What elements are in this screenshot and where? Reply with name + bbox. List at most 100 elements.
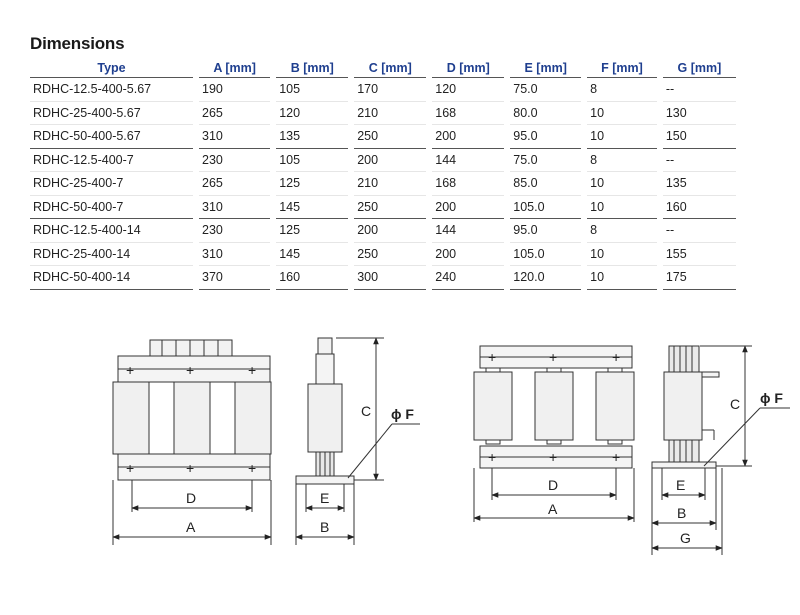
value-cell: 170 xyxy=(354,77,427,102)
svg-text:+: + xyxy=(549,349,557,365)
value-cell: 310 xyxy=(199,124,271,149)
front-view-right: +++ +++ xyxy=(473,345,635,522)
value-cell: 120 xyxy=(432,77,505,102)
section-title: Dimensions xyxy=(30,34,125,53)
dim-label-e-side-right: E xyxy=(676,477,685,493)
value-cell: 10 xyxy=(587,265,657,290)
value-cell: 10 xyxy=(587,124,657,149)
col-header-c: C [mm] xyxy=(354,57,427,78)
value-cell: 105 xyxy=(276,148,349,172)
col-header-b: B [mm] xyxy=(276,57,349,78)
col-header-e: E [mm] xyxy=(510,57,582,78)
value-cell: 105 xyxy=(276,77,349,102)
value-cell: 135 xyxy=(662,171,736,196)
value-cell: 210 xyxy=(354,101,427,125)
value-cell: 240 xyxy=(432,265,505,290)
col-header-d: D [mm] xyxy=(432,57,505,78)
dim-label-c-side: C xyxy=(361,403,371,419)
value-cell: 265 xyxy=(199,171,271,196)
value-cell: 265 xyxy=(199,101,271,125)
type-cell: RDHC-25-400-5.67 xyxy=(30,101,193,125)
dim-label-f-side: ϕ F xyxy=(391,406,414,422)
value-cell: 135 xyxy=(276,124,349,149)
dimensions-table: Type A [mm] B [mm] C [mm] D [mm] E [mm] … xyxy=(30,57,736,290)
svg-text:+: + xyxy=(186,362,194,378)
value-cell: 370 xyxy=(199,265,271,290)
value-cell: 230 xyxy=(199,218,271,243)
value-cell: 230 xyxy=(199,148,271,172)
col-header-type: Type xyxy=(30,57,193,78)
value-cell: 144 xyxy=(432,148,505,172)
value-cell: 210 xyxy=(354,171,427,196)
value-cell: 150 xyxy=(662,124,736,149)
type-cell: RDHC-50-400-5.67 xyxy=(30,124,193,149)
value-cell: 10 xyxy=(587,242,657,266)
col-header-a: A [mm] xyxy=(199,57,271,78)
dim-label-a-front: A xyxy=(186,519,196,535)
table-header-row: Type A [mm] B [mm] C [mm] D [mm] E [mm] … xyxy=(30,57,736,78)
dim-label-e-side: E xyxy=(320,490,329,506)
dim-label-b-side: B xyxy=(320,519,329,535)
svg-text:+: + xyxy=(126,460,134,476)
value-cell: 145 xyxy=(276,242,349,266)
value-cell: 250 xyxy=(354,124,427,149)
value-cell: 95.0 xyxy=(510,124,582,149)
value-cell: 8 xyxy=(587,218,657,243)
value-cell: 95.0 xyxy=(510,218,582,243)
svg-text:+: + xyxy=(488,449,496,465)
value-cell: 105.0 xyxy=(510,242,582,266)
value-cell: 200 xyxy=(354,148,427,172)
value-cell: 310 xyxy=(199,195,271,219)
value-cell: 125 xyxy=(276,171,349,196)
value-cell: -- xyxy=(662,77,736,102)
value-cell: 75.0 xyxy=(510,77,582,102)
type-cell: RDHC-25-400-14 xyxy=(30,242,193,266)
dim-label-c-side-right: C xyxy=(730,396,740,412)
svg-text:+: + xyxy=(488,349,496,365)
value-cell: 10 xyxy=(587,195,657,219)
type-cell: RDHC-12.5-400-7 xyxy=(30,148,193,172)
value-cell: 310 xyxy=(199,242,271,266)
value-cell: 8 xyxy=(587,77,657,102)
value-cell: 120 xyxy=(276,101,349,125)
value-cell: 168 xyxy=(432,171,505,196)
value-cell: 125 xyxy=(276,218,349,243)
value-cell: 144 xyxy=(432,218,505,243)
svg-text:+: + xyxy=(186,460,194,476)
value-cell: 168 xyxy=(432,101,505,125)
value-cell: 155 xyxy=(662,242,736,266)
value-cell: 200 xyxy=(432,195,505,219)
value-cell: 85.0 xyxy=(510,171,582,196)
col-header-g: G [mm] xyxy=(662,57,736,78)
svg-text:+: + xyxy=(549,449,557,465)
dim-label-g-side-right: G xyxy=(680,530,691,546)
type-cell: RDHC-50-400-7 xyxy=(30,195,193,219)
value-cell: 120.0 xyxy=(510,265,582,290)
value-cell: 8 xyxy=(587,148,657,172)
type-cell: RDHC-12.5-400-14 xyxy=(30,218,193,243)
dim-label-d-front-right: D xyxy=(548,477,558,493)
value-cell: 175 xyxy=(662,265,736,290)
value-cell: 190 xyxy=(199,77,271,102)
value-cell: 160 xyxy=(276,265,349,290)
value-cell: 250 xyxy=(354,195,427,219)
value-cell: 75.0 xyxy=(510,148,582,172)
value-cell: 145 xyxy=(276,195,349,219)
side-view-right xyxy=(651,345,790,555)
type-cell: RDHC-12.5-400-5.67 xyxy=(30,77,193,102)
value-cell: 160 xyxy=(662,195,736,219)
value-cell: -- xyxy=(662,218,736,243)
dim-label-a-front-right: A xyxy=(548,501,558,517)
value-cell: 200 xyxy=(432,242,505,266)
front-view-left: +++ +++ xyxy=(112,339,272,545)
col-header-f: F [mm] xyxy=(587,57,657,78)
